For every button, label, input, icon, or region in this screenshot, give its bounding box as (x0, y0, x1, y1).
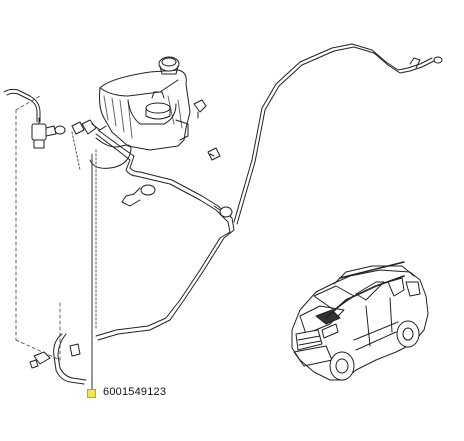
part-number-label: 6001549123 (103, 386, 167, 398)
rear-hose-long-icon-2 (236, 46, 435, 225)
vehicle-suv-icon (291, 261, 429, 381)
dashed-leader-lines (71, 131, 97, 331)
washer-hoses-icon (3, 88, 41, 123)
callout-marker (87, 389, 96, 398)
rear-washer-hose-icon (95, 133, 231, 337)
hose-connector-icon (71, 119, 107, 135)
rear-hose-long-icon (233, 43, 433, 223)
lower-clip-icon (29, 343, 81, 369)
rear-washer-hose-icon-2 (97, 129, 235, 341)
jet-nozzle-icon (121, 184, 233, 218)
lower-hose-icon (53, 333, 87, 385)
dashed-outline-left (15, 95, 61, 361)
clip-icon (193, 99, 221, 161)
washer-pump-icon (31, 117, 66, 149)
rear-jet-nozzle-icon (409, 56, 443, 69)
washer-reservoir-icon (99, 69, 191, 151)
filler-neck-icon (145, 91, 171, 120)
washer-hoses-icon-loop (89, 137, 132, 169)
vehicle-hose-highlight (325, 275, 405, 319)
reservoir-filler-cap-icon (158, 56, 180, 75)
